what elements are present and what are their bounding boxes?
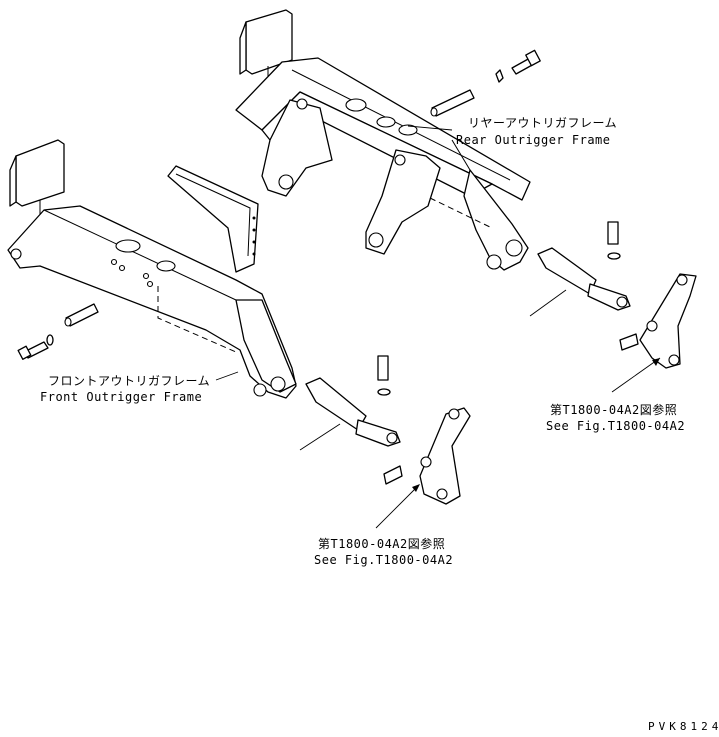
drawing-code: PVK8124: [648, 720, 719, 733]
ref-right-label-en: See Fig.T1800-04A2: [546, 419, 686, 433]
rear-outrigger-frame: [235, 9, 541, 271]
front-frame-label-en: Front Outrigger Frame: [40, 390, 203, 404]
front-frame-label-jp: フロントアウトリガフレーム: [48, 374, 211, 388]
front-outrigger-frame: [7, 139, 297, 399]
rear-frame-label-en: Rear Outrigger Frame: [456, 133, 611, 147]
ref-center-label-jp: 第T1800-04A2図参照: [318, 537, 446, 551]
front-cylinder-assembly: [299, 355, 471, 505]
ref-right-label-jp: 第T1800-04A2図参照: [550, 403, 678, 417]
leader-lines: [215, 125, 661, 529]
ref-center-label-en: See Fig.T1800-04A2: [314, 553, 454, 567]
rear-frame-label-jp: リヤーアウトリガフレーム: [468, 116, 618, 130]
rear-cylinder-assembly: [529, 221, 697, 369]
